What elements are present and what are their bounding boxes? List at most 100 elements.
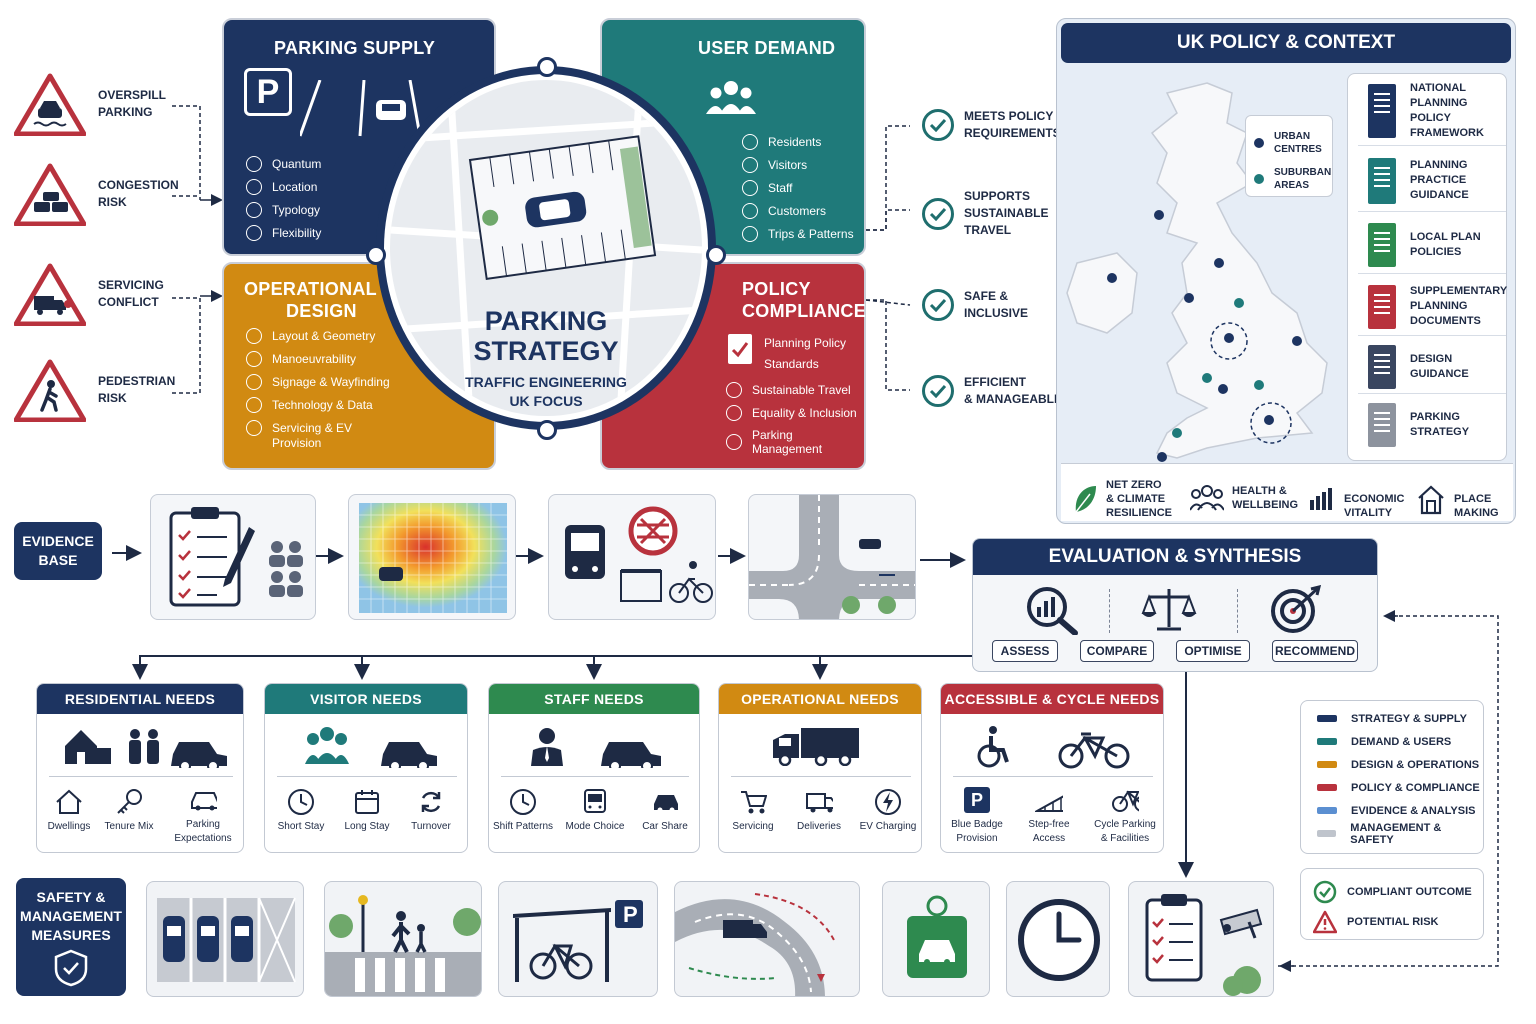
pin-icon bbox=[246, 156, 262, 172]
eval-step-assess: ASSESS bbox=[992, 640, 1058, 662]
user-demand-title: USER DEMAND bbox=[698, 38, 836, 58]
marked-bays-illustration bbox=[157, 897, 296, 983]
evidence-junction-tile bbox=[748, 494, 916, 620]
safety-enforcement-tile bbox=[1128, 881, 1274, 997]
ramp-icon bbox=[1035, 786, 1063, 814]
staff-needs-card: STAFF NEEDS Shift Patterns Mode Choice C… bbox=[488, 683, 700, 853]
operational-needs-card: OPERATIONAL NEEDS Servicing Deliveries E… bbox=[718, 683, 922, 853]
list-item: Staff bbox=[742, 180, 854, 196]
list-item: Layout & Geometry bbox=[246, 328, 390, 344]
uk-policy-title: UK POLICY & CONTEXT bbox=[1061, 23, 1511, 63]
document-icon bbox=[1368, 157, 1396, 204]
evaluation-title: EVALUATION & SYNTHESIS bbox=[973, 539, 1377, 575]
needs-sub-item: Cycle Parking& Facilities bbox=[1089, 786, 1161, 846]
visitor-icons bbox=[305, 727, 437, 768]
truck-icon bbox=[14, 263, 86, 326]
list-item: Flexibility bbox=[246, 225, 321, 241]
document-icon bbox=[1368, 222, 1396, 267]
target-icon bbox=[1271, 585, 1322, 633]
pedestrian-icon bbox=[14, 359, 86, 422]
trolley-icon bbox=[739, 788, 767, 816]
divider bbox=[1109, 589, 1110, 633]
users-group-icon bbox=[706, 81, 756, 114]
risk-label: PEDESTRIAN RISK bbox=[98, 374, 176, 405]
refresh-icon bbox=[417, 788, 445, 816]
safety-cycle-shelter-tile: P bbox=[498, 881, 658, 997]
list-item: Customers bbox=[742, 203, 854, 219]
strategy-subtitle: TRAFFIC ENGINEERING UK FOCUS bbox=[465, 374, 627, 409]
manoeuvre-icon bbox=[246, 351, 262, 367]
ring-node-top bbox=[537, 57, 557, 77]
list-item: Standards bbox=[764, 357, 819, 371]
safety-time-tile bbox=[1006, 881, 1110, 997]
sustainable-icon bbox=[726, 382, 742, 398]
eval-step-optimise: OPTIMISE bbox=[1176, 640, 1250, 662]
cycle-shelter-illustration: P bbox=[513, 900, 643, 982]
clock-icon bbox=[287, 788, 315, 816]
people-icon bbox=[1190, 485, 1224, 511]
equality-icon bbox=[726, 405, 742, 421]
needs-sub-item: Shift Patterns bbox=[491, 788, 555, 834]
signage-icon bbox=[246, 374, 262, 390]
legend-item: EVIDENCE & ANALYSIS bbox=[1317, 799, 1483, 822]
shield-check-icon bbox=[54, 949, 88, 987]
document-icon bbox=[1368, 83, 1396, 138]
legend-risk: POTENTIAL RISK bbox=[1313, 907, 1483, 937]
car-share-icon bbox=[651, 788, 679, 816]
blue-badge-icon: P bbox=[963, 786, 991, 814]
ring-node-right bbox=[706, 245, 726, 265]
leaf-icon bbox=[1075, 486, 1096, 513]
list-item: Trips & Patterns bbox=[742, 226, 854, 242]
list-item: Technology & Data bbox=[246, 397, 390, 413]
parking-p-icon: P bbox=[244, 68, 292, 116]
technology-icon bbox=[246, 397, 262, 413]
list-item: Parking Management bbox=[726, 428, 864, 456]
document-icon bbox=[1368, 344, 1396, 389]
operational-design-title: OPERATIONAL DESIGN bbox=[244, 279, 377, 321]
parking-supply-list: Quantum Location Typology Flexibility bbox=[246, 156, 321, 248]
enforcement-illustration bbox=[1145, 894, 1263, 996]
needs-sub-item: Deliveries bbox=[791, 788, 847, 834]
accessible-cycle-icons bbox=[977, 726, 1130, 769]
key-icon bbox=[115, 788, 143, 816]
needs-title: STAFF NEEDS bbox=[489, 684, 699, 714]
legend-item: STRATEGY & SUPPLY bbox=[1317, 707, 1483, 730]
staff-icon bbox=[742, 180, 758, 196]
evidence-base-label: EVIDENCE BASE bbox=[14, 522, 102, 580]
eval-step-compare: COMPARE bbox=[1080, 640, 1154, 662]
permit-tag-icon bbox=[907, 895, 967, 978]
legend-item: DEMAND & USERS bbox=[1317, 730, 1483, 753]
evidence-heatmap-tile bbox=[348, 494, 516, 620]
evaluation-panel: EVALUATION & SYNTHESIS bbox=[972, 538, 1378, 672]
street-map-illustration bbox=[390, 80, 702, 416]
management-icon bbox=[726, 434, 742, 450]
list-item: Visitors bbox=[742, 157, 854, 173]
bar-chart-icon bbox=[1310, 488, 1332, 510]
parking-bay-icon bbox=[300, 80, 422, 137]
customer-icon bbox=[742, 203, 758, 219]
document-icon bbox=[1368, 284, 1396, 329]
magnifier-chart-icon bbox=[1027, 587, 1078, 635]
user-demand-list: Residents Visitors Staff Customers Trips… bbox=[742, 134, 854, 249]
list-item: Provision bbox=[272, 436, 322, 450]
cars-queue-icon bbox=[14, 163, 86, 226]
list-item: Quantum bbox=[246, 156, 321, 172]
bus-icon bbox=[581, 788, 609, 816]
check-circle-icon bbox=[922, 289, 954, 321]
visitor-icon bbox=[742, 157, 758, 173]
clipboard-check-icon bbox=[728, 334, 752, 364]
scales-icon bbox=[1141, 589, 1197, 631]
ev-icon bbox=[246, 420, 262, 436]
check-circle-icon bbox=[922, 197, 954, 230]
needs-title: OPERATIONAL NEEDS bbox=[719, 684, 921, 714]
risk-label: SERVICING CONFLICT bbox=[98, 278, 164, 309]
